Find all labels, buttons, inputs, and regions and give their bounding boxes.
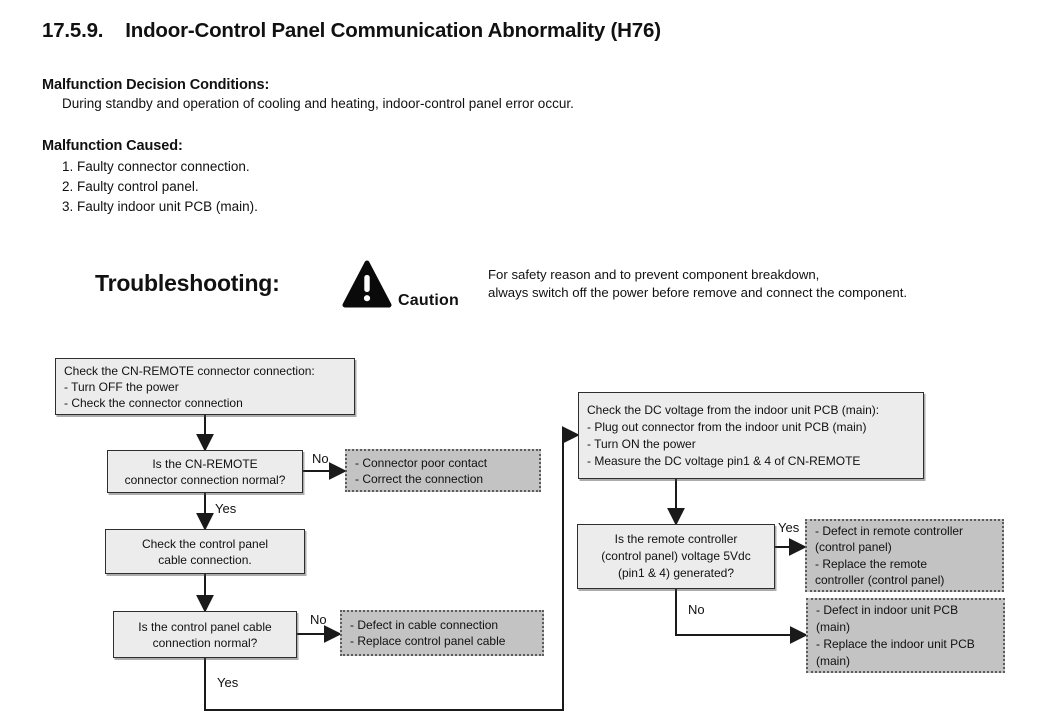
flow-text-line: connector connection normal? <box>124 472 286 487</box>
flow-step-check-voltage: Check the DC voltage from the indoor uni… <box>578 392 924 479</box>
flow-decision-connector-normal: Is the CN-REMOTE connector connection no… <box>107 450 303 493</box>
flow-text-line: - Measure the DC voltage pin1 & 4 of CN-… <box>587 453 861 468</box>
flow-text-line: cable connection. <box>158 552 252 567</box>
heading-troubleshooting: Troubleshooting: <box>95 270 280 296</box>
branch-label-yes-1: Yes <box>215 501 237 516</box>
caution-note: For safety reason and to prevent compone… <box>488 266 907 302</box>
caution-label: Caution <box>398 292 459 309</box>
branch-label-no-3: No <box>688 602 705 617</box>
flow-text-line: - Turn ON the power <box>587 436 696 451</box>
flow-text-line: - Replace the indoor unit PCB <box>816 636 975 651</box>
caused-item-3: 3. Faulty indoor unit PCB (main). <box>62 199 258 214</box>
connector-decision2-yes <box>204 426 580 711</box>
flow-text-line: Is the CN-REMOTE <box>152 456 258 471</box>
flow-text-line: - Defect in indoor unit PCB <box>816 602 959 617</box>
caution-note-line1: For safety reason and to prevent compone… <box>488 267 820 282</box>
flow-text-line: - Replace control panel cable <box>350 634 506 648</box>
flow-decision-voltage-generated: Is the remote controller (control panel)… <box>577 524 775 589</box>
flow-text-line: - Correct the connection <box>355 471 484 486</box>
flow-text-line: (control panel) voltage 5Vdc <box>601 549 751 563</box>
flow-text-line: - Plug out connector from the indoor uni… <box>587 419 867 434</box>
flow-result-cable: - Defect in cable connection - Replace c… <box>340 610 544 656</box>
flow-text-line: (main) <box>816 653 851 668</box>
flow-text-line: controller (control panel) <box>815 573 945 587</box>
page-title-text: Indoor-Control Panel Communication Abnor… <box>125 19 661 42</box>
branch-label-no-1: No <box>312 451 329 466</box>
warning-triangle-icon <box>342 260 392 308</box>
flow-text-line: - Defect in remote controller <box>815 523 964 538</box>
flow-result-remote-controller: - Defect in remote controller (control p… <box>805 519 1004 592</box>
flow-text-line: - Turn OFF the power <box>64 379 179 394</box>
flow-text-line: connection normal? <box>152 635 258 650</box>
flow-decision-cable-normal: Is the control panel cable connection no… <box>113 611 297 658</box>
flow-text-line: Check the CN-REMOTE connector connection… <box>64 363 315 378</box>
flow-text-line: - Connector poor contact <box>355 455 488 470</box>
flow-text-line: Is the control panel cable <box>138 619 272 634</box>
flow-step-check-connector: Check the CN-REMOTE connector connection… <box>55 358 355 415</box>
flow-text-line: (control panel) <box>815 540 892 554</box>
branch-label-no-2: No <box>310 612 327 627</box>
malfunction-decision-text: During standby and operation of cooling … <box>62 96 574 111</box>
flow-text-line: Check the DC voltage from the indoor uni… <box>587 402 880 417</box>
flow-text-line: (main) <box>816 619 851 634</box>
page-title: 17.5.9. Indoor-Control Panel Communicatio… <box>42 19 661 43</box>
flow-text-line: (pin1 & 4) generated? <box>617 566 735 580</box>
heading-malfunction-caused: Malfunction Caused: <box>42 138 183 154</box>
section-number: 17.5.9. <box>42 19 104 42</box>
caution-note-line2: always switch off the power before remov… <box>488 285 908 300</box>
flow-step-check-cable: Check the control panel cable connection… <box>105 529 305 574</box>
flow-text-line: - Check the connector connection <box>64 395 243 410</box>
connector-decision3-no <box>675 589 808 644</box>
branch-label-yes-2: Yes <box>217 675 239 690</box>
flow-text-line: - Defect in cable connection <box>350 618 499 632</box>
flow-result-connector: - Connector poor contact - Correct the c… <box>345 449 541 492</box>
flow-text-line: Check the control panel <box>141 536 269 551</box>
flow-text-line: - Replace the remote <box>815 556 928 571</box>
caused-item-2: 2. Faulty control panel. <box>62 179 199 194</box>
flow-text-line: Is the remote controller <box>614 532 738 546</box>
malfunction-caused-list: 1. Faulty connector connection. 2. Fault… <box>62 157 258 217</box>
flow-result-indoor-pcb: - Defect in indoor unit PCB (main) - Rep… <box>806 598 1005 673</box>
caused-item-1: 1. Faulty connector connection. <box>62 159 250 174</box>
branch-label-yes-3: Yes <box>778 520 800 535</box>
heading-malfunction-decision: Malfunction Decision Conditions: <box>42 77 270 93</box>
